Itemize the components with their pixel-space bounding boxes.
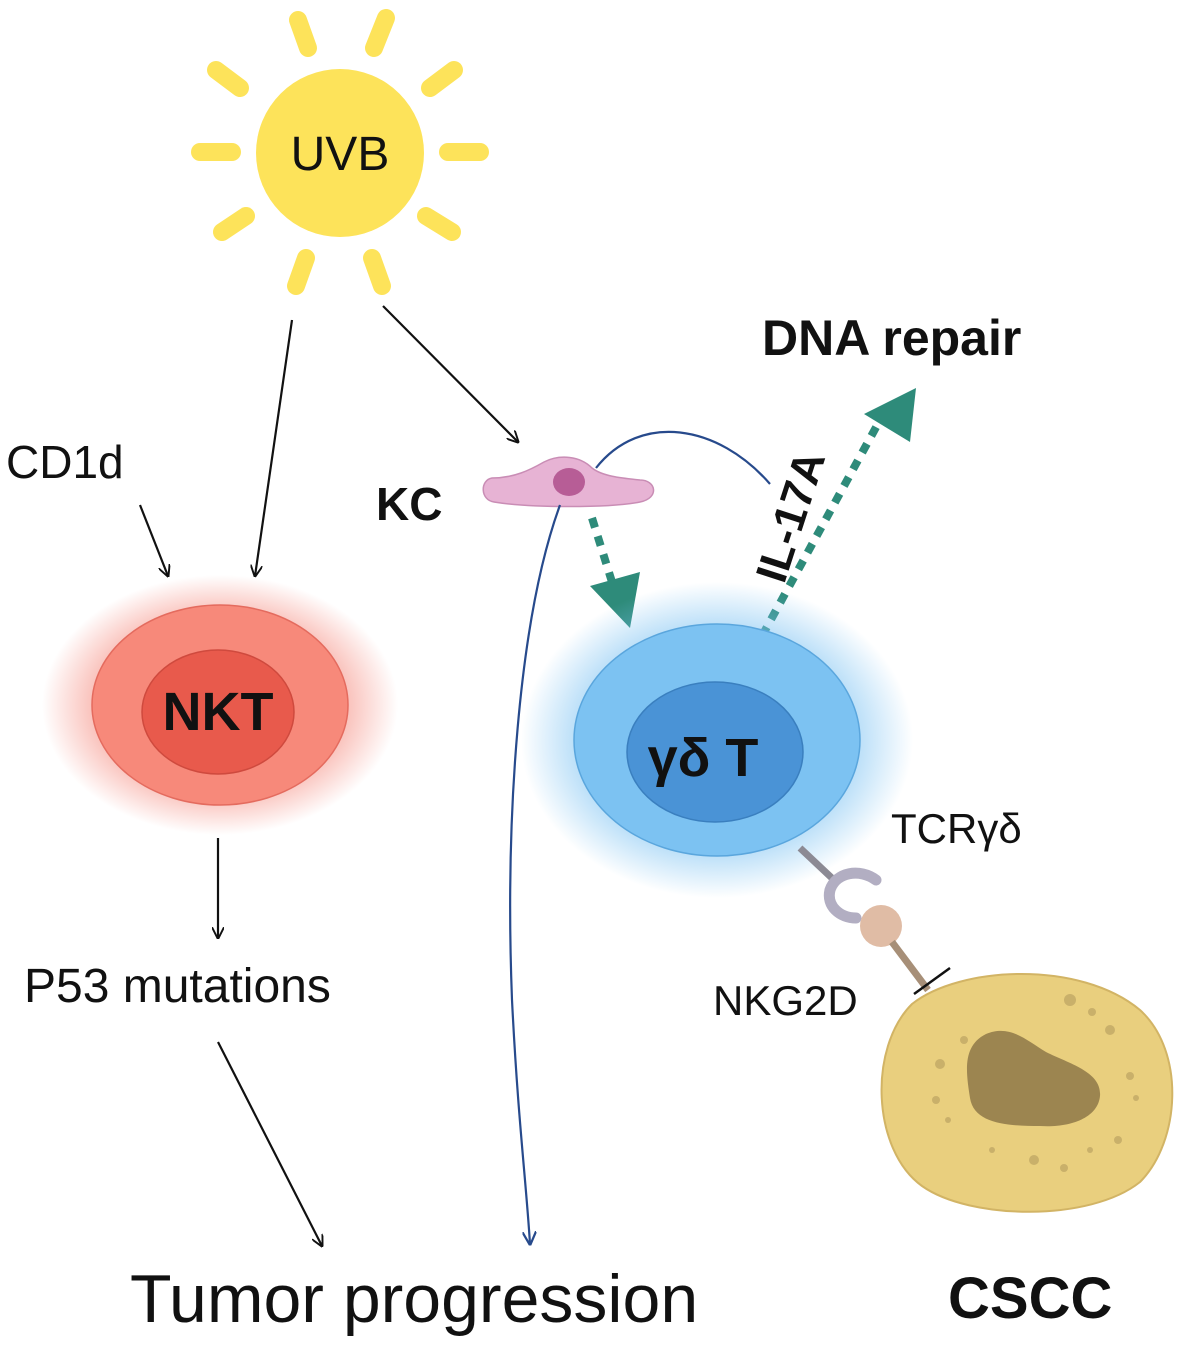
gdt-cell-icon: [521, 582, 913, 898]
nkg2d-ligand-icon: [860, 905, 931, 993]
tcr-label: TCRγδ: [891, 805, 1022, 852]
cscc-label: CSCC: [948, 1266, 1112, 1331]
tcr-receptor-icon: [797, 845, 882, 924]
uvb-sun-icon: [191, 9, 489, 295]
nkg2d-label: NKG2D: [713, 977, 858, 1024]
arrow-cd1d-to-nkt: [138, 504, 168, 576]
cd1d-label: CD1d: [6, 436, 124, 488]
kc-cell-icon: [482, 456, 655, 508]
cscc-tumor-cell-icon: [880, 973, 1174, 1213]
dna-repair-label: DNA repair: [762, 310, 1021, 366]
arrow-kc-to-tumor: [509, 504, 562, 1244]
arrow-p53-to-tumor: [217, 1041, 322, 1246]
arrow-uvb-to-nkt: [255, 319, 294, 576]
uvb-label: UVB: [291, 128, 390, 181]
inhibition-bar: [913, 966, 951, 996]
arrow-uvb-to-kc: [382, 305, 518, 442]
p53-mutations-label: P53 mutations: [24, 960, 331, 1013]
tumor-progression-label: Tumor progression: [130, 1261, 698, 1337]
nkt-cell-icon: [42, 575, 398, 835]
kc-label: KC: [376, 478, 442, 530]
gdt-label: γδ T: [648, 728, 759, 788]
link-kc-to-il17a: [595, 430, 771, 485]
il17a-label: IL-17A: [747, 445, 835, 588]
nkt-label: NKT: [163, 682, 274, 742]
